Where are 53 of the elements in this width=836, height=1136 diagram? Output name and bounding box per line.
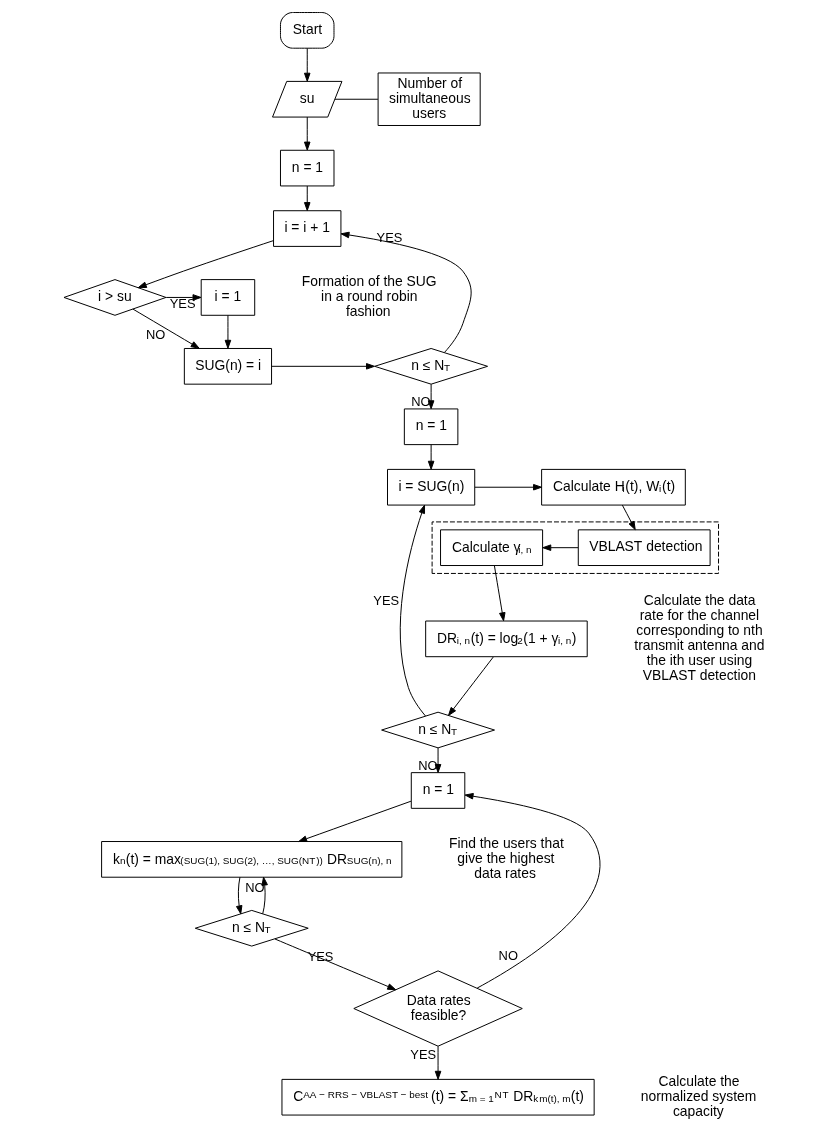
arrow: [621, 504, 636, 531]
arrow: [464, 792, 601, 989]
label: Calculate the normalized system capacity: [640, 1073, 757, 1119]
node-box: n = 1: [403, 408, 459, 446]
arrow: [271, 363, 375, 370]
arrow: [303, 185, 311, 211]
node-diamond: Data rates feasible?: [353, 970, 523, 1047]
label: Formation of the SUG in a round robin fashion: [301, 273, 437, 319]
arrow: [493, 565, 506, 622]
node-box: Number of simultaneous users: [377, 72, 481, 126]
arrow: [298, 800, 412, 842]
edge-label: YES: [376, 230, 403, 246]
node-box: n = 1: [280, 149, 335, 187]
arrow: [303, 116, 311, 151]
arrow: [274, 938, 397, 991]
node-box: SUG(n) = i: [183, 348, 273, 385]
edge-label: YES: [169, 295, 196, 311]
arrow: [399, 504, 426, 717]
node-box: n = 1: [410, 772, 466, 809]
arrow: [448, 656, 494, 716]
label: Find the users that give the highest data rates: [448, 835, 564, 881]
edge-label: NO: [498, 947, 518, 963]
arrow: [224, 314, 232, 349]
node-box: Calculate Hi(t), Wi(t): [541, 468, 686, 506]
arrow: [132, 308, 200, 349]
edge-label: NO: [411, 394, 431, 410]
arrow: [542, 544, 579, 551]
connector: [334, 98, 379, 100]
edge-label: NO: [146, 326, 166, 342]
node-diamond: n ≤ NT: [374, 348, 489, 385]
arrow: [474, 483, 542, 491]
node-box: i = i + 1: [273, 210, 342, 247]
node-box: DRi, n(t) = log2(1 + γi, n): [425, 620, 588, 658]
edge-label: YES: [373, 593, 400, 609]
arrow: [427, 383, 435, 410]
arrow: [165, 294, 202, 301]
arrow: [137, 240, 274, 289]
arrow: [340, 231, 472, 353]
arrow: [261, 876, 268, 915]
edge-label: NO: [245, 879, 265, 895]
label: Calculate the data rate for the channel corresponding to nth transmit antenna and the ith user using VBLAST detection: [634, 592, 765, 683]
node-diamond: n ≤ NT: [381, 711, 495, 749]
arrow: [303, 47, 311, 82]
node-box: Start: [280, 12, 335, 49]
node-box: VBLAST detection: [577, 529, 711, 566]
arrow: [236, 876, 243, 915]
node-box: i = 1: [200, 279, 256, 316]
node-diamond: n ≤ NT: [194, 909, 309, 947]
arrow: [434, 1045, 442, 1080]
node-box: i = SUG(n): [387, 468, 476, 506]
edge-label: YES: [410, 1047, 437, 1063]
node-box: kn(t) = max(SUG(1), SUG(2), …, SUG(NT)) DRSUG(n), n: [101, 841, 403, 878]
arrow: [427, 444, 435, 470]
